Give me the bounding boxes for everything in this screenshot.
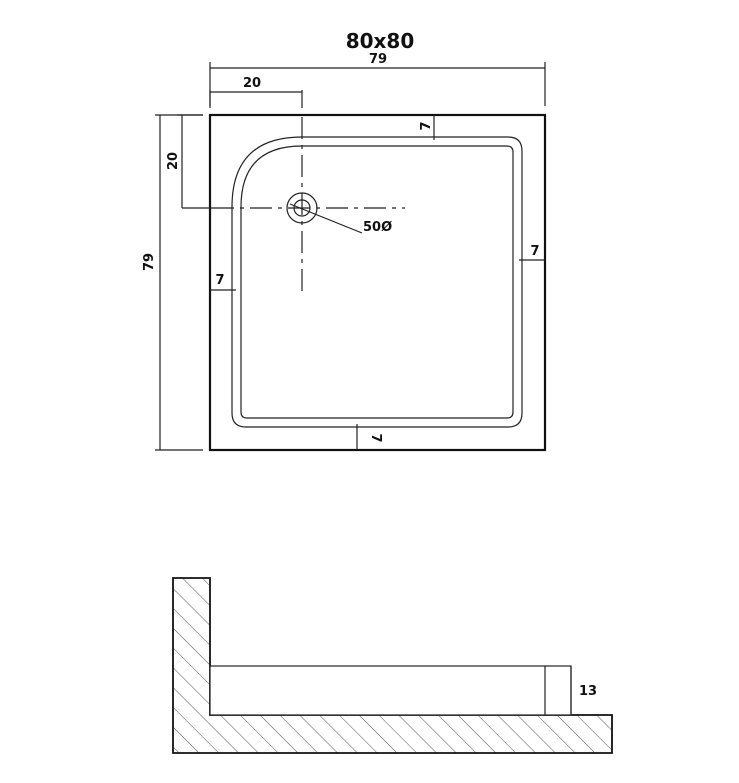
rim-top-label: 7: [419, 121, 434, 130]
drain-y-label: 20: [166, 152, 181, 170]
drain-leader: [289, 203, 363, 234]
plan-view: 50Ø 79 20 20 79 7 7 7 7: [142, 52, 547, 452]
rim-left-label: 7: [215, 273, 224, 288]
section-view: 13: [172, 577, 613, 754]
basin-outer-edge: [231, 136, 523, 428]
depth-label: 13: [579, 684, 597, 699]
rim-bottom-label: 7: [368, 433, 383, 442]
width-label: 79: [369, 52, 387, 67]
section-hatched-body: [172, 577, 613, 754]
tray-outline: [208, 113, 547, 452]
section-basin-floor: [209, 665, 572, 716]
height-label: 79: [142, 253, 157, 271]
drawing-title: 80x80: [346, 29, 415, 53]
basin-inner-edge: [240, 145, 514, 419]
rim-right-label: 7: [530, 244, 539, 259]
drain-x-label: 20: [243, 76, 261, 91]
drain-diameter-label: 50Ø: [363, 220, 392, 235]
